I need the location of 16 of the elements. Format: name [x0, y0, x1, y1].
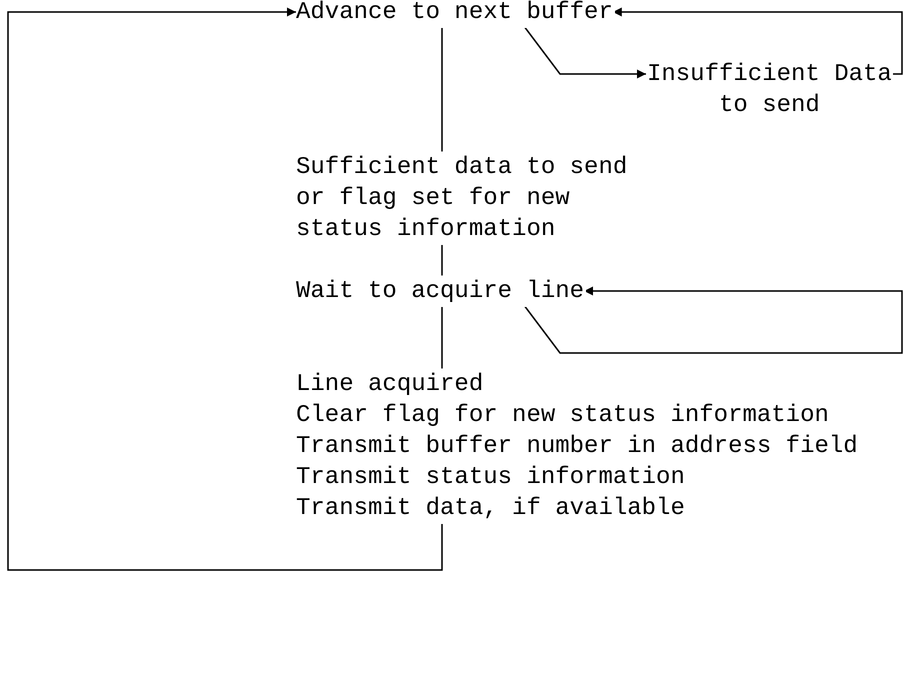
step-text: Transmit buffer number in address field: [296, 432, 859, 462]
step-text: Line acquired: [296, 370, 484, 400]
arrow: [7, 8, 443, 571]
step-text: Advance to next buffer: [296, 0, 614, 28]
connector-line: [441, 244, 443, 276]
step-text: Sufficient data to send or flag set for new status information: [296, 152, 628, 244]
arrow: [524, 286, 903, 354]
step-text: Insufficient Data to send: [646, 60, 893, 120]
step-text: Transmit status information: [296, 462, 686, 492]
connector-line: [441, 28, 443, 152]
arrow: [524, 27, 646, 78]
arrow: [612, 8, 903, 75]
step-text: Wait to acquire line: [296, 276, 586, 306]
step-text: Clear flag for new status information: [296, 400, 830, 430]
step-text: Transmit data, if available: [296, 494, 686, 524]
connector-line: [441, 306, 443, 368]
